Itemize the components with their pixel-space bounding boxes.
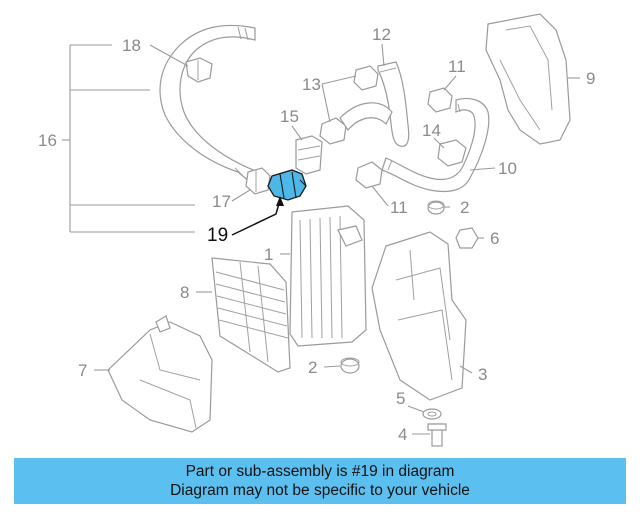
- banner-line-2: Diagram may not be specific to your vehi…: [170, 482, 470, 499]
- callout-17: 17: [212, 192, 231, 211]
- bolt-part-6: [455, 227, 479, 249]
- bracket-part-3: [371, 231, 467, 401]
- leader-lines: [94, 43, 580, 435]
- clamp-part-17: [245, 167, 271, 195]
- hose-part-12: [339, 61, 410, 147]
- info-banner: Part or sub-assembly is #19 in diagram D…: [14, 458, 626, 504]
- clamp-part-14: [437, 139, 467, 167]
- callout-3: 3: [478, 365, 487, 384]
- duct-part-7: [107, 315, 213, 433]
- callout-11-lower: 11: [390, 198, 408, 217]
- callout-9: 9: [586, 69, 595, 88]
- grommet-part-2-upper: [427, 200, 445, 215]
- callout-18: 18: [122, 36, 141, 55]
- shroud-part-9: [485, 13, 571, 145]
- callout-4: 4: [398, 425, 407, 444]
- parts-diagram: 18 16 17 19 15 13 12 11 14 10 9 11 2 6 1…: [38, 13, 595, 447]
- connector-part-15: [295, 135, 323, 175]
- clamp-part-13-a: [353, 65, 379, 91]
- bolt-part-4: [427, 423, 447, 447]
- washer-part-5: [422, 408, 442, 420]
- callout-16: 16: [38, 131, 57, 150]
- radiator-part-1: [289, 205, 367, 347]
- callout-2-upper: 2: [460, 198, 469, 217]
- clamp-part-18: [185, 57, 213, 83]
- callout-5: 5: [396, 389, 405, 408]
- callout-8: 8: [180, 283, 189, 302]
- callout-15: 15: [280, 107, 299, 126]
- grille-part-8: [211, 257, 291, 373]
- clamp-part-11-b: [355, 161, 383, 189]
- grommet-part-2-lower: [340, 357, 360, 374]
- callout-1: 1: [264, 245, 273, 264]
- banner-line-1: Part or sub-assembly is #19 in diagram: [185, 463, 455, 480]
- group-16-bracket: [62, 44, 195, 233]
- clamp-part-13-b: [319, 117, 347, 145]
- callout-13: 13: [302, 75, 321, 94]
- callout-7: 7: [78, 361, 87, 380]
- callout-14: 14: [422, 121, 441, 140]
- highlighted-part-19: [267, 169, 307, 201]
- callout-19: 19: [207, 225, 228, 246]
- callout-10: 10: [498, 159, 517, 178]
- callout-11-upper: 11: [448, 57, 466, 76]
- clamp-part-11-a: [427, 87, 453, 113]
- callout-6: 6: [490, 229, 499, 248]
- hose-part-18-assembly: [159, 24, 259, 183]
- hose-part-10: [381, 97, 490, 193]
- callout-2-lower: 2: [308, 358, 317, 377]
- callout-12: 12: [372, 25, 391, 44]
